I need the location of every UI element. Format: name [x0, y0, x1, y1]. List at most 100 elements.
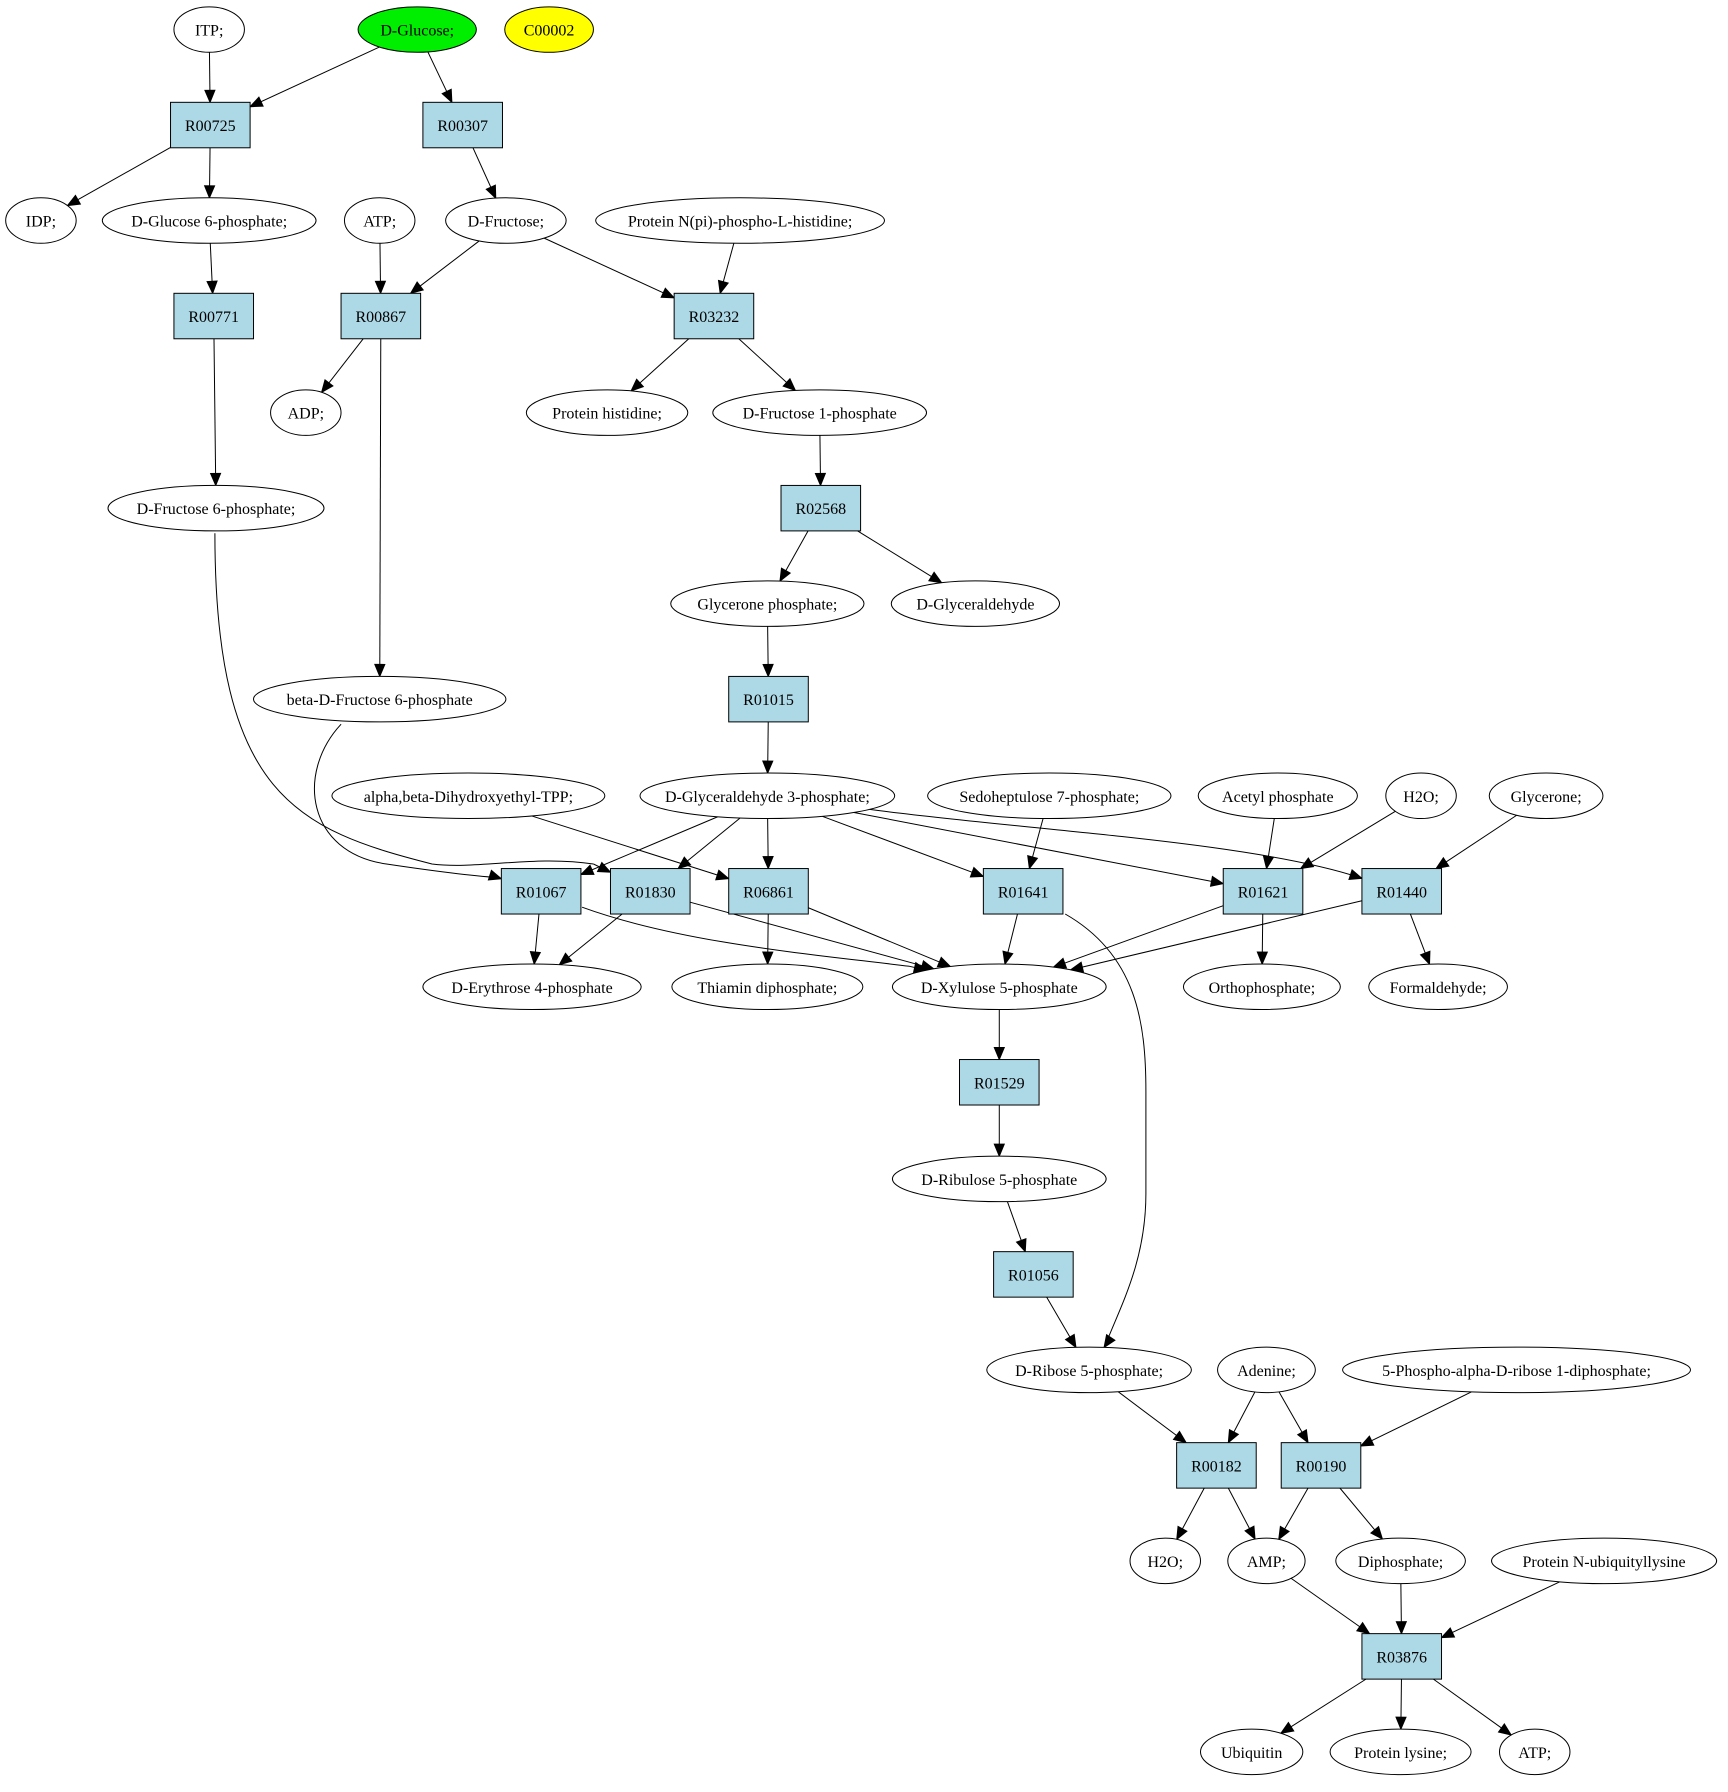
compound-node-s7p[interactable]: Sedoheptulose 7-phosphate;	[927, 772, 1172, 820]
reaction-node-r01641[interactable]: R01641	[982, 868, 1064, 915]
reaction-node-r01440[interactable]: R01440	[1361, 868, 1443, 915]
compound-node-tpp[interactable]: alpha,beta-Dihydroxyethyl-TPP;	[331, 772, 606, 820]
compound-node-adp[interactable]: ADP;	[270, 389, 342, 436]
compound-node-g6p[interactable]: D-Glucose 6-phosphate;	[101, 197, 317, 244]
compound-node-r5p[interactable]: D-Ribose 5-phosphate;	[986, 1346, 1192, 1394]
compound-node-e4p[interactable]: D-Erythrose 4-phosphate	[422, 963, 642, 1011]
compound-node-dhap[interactable]: Glycerone phosphate;	[670, 580, 865, 627]
reaction-node-r00307[interactable]: R00307	[422, 101, 503, 149]
compound-node-ru5p[interactable]: D-Ribulose 5-phosphate	[891, 1155, 1107, 1203]
compound-node-pi[interactable]: Orthophosphate;	[1182, 963, 1341, 1011]
reaction-node-r01056[interactable]: R01056	[993, 1251, 1074, 1298]
compound-ellipse	[445, 197, 567, 244]
edge-R00725-to-G6P	[203, 147, 216, 200]
reaction-node-r01830[interactable]: R01830	[609, 868, 691, 915]
node-label: R01056	[1008, 1267, 1059, 1284]
edge-R00725-to-IDP	[66, 147, 171, 207]
reaction-node-r00182[interactable]: R00182	[1176, 1442, 1257, 1489]
edge-line	[531, 815, 729, 880]
edge-R03876-to-PLys	[1395, 1679, 1407, 1731]
edge-line	[1070, 900, 1363, 971]
compound-node-plys[interactable]: Protein lysine;	[1329, 1728, 1472, 1776]
edge-line	[1441, 1581, 1561, 1639]
edge-line	[738, 338, 796, 391]
edge-ATP1-to-R00867	[374, 243, 387, 295]
edge-arrowhead	[1279, 1721, 1295, 1734]
reaction-box	[1280, 1442, 1362, 1489]
compound-node-itp[interactable]: ITP;	[173, 6, 245, 53]
edge-DFru-to-R03232	[543, 237, 676, 299]
compound-node-ubq[interactable]: Ubiquitin	[1200, 1728, 1304, 1776]
reaction-node-r01067[interactable]: R01067	[500, 868, 582, 915]
compound-node-glyc[interactable]: Glycerone;	[1488, 772, 1604, 820]
compound-ellipse	[1129, 1537, 1202, 1585]
reaction-box	[1222, 868, 1304, 915]
compound-node-h2o2[interactable]: H2O;	[1129, 1537, 1202, 1585]
edge-R03232-to-F1P	[738, 338, 797, 392]
edge-GAP-to-R01621	[853, 811, 1225, 887]
compound-node-h2o1[interactable]: H2O;	[1385, 772, 1457, 820]
edge-R06861-to-ThDP	[762, 914, 774, 966]
compound-node-f1p[interactable]: D-Fructose 1-phosphate	[712, 389, 928, 436]
compound-node-f6p[interactable]: D-Fructose 6-phosphate;	[107, 484, 325, 532]
compound-node-atp2[interactable]: ATP;	[1498, 1728, 1571, 1776]
compound-node-idp[interactable]: IDP;	[5, 197, 77, 244]
edge-arrowhead	[782, 377, 797, 392]
reaction-box	[1361, 1633, 1443, 1680]
reaction-node-r06861[interactable]: R06861	[728, 868, 809, 915]
edge-R01621-to-Pi	[1256, 914, 1269, 966]
compound-node-thdp[interactable]: Thiamin diphosphate;	[671, 963, 864, 1011]
edge-arrowhead	[1497, 1723, 1513, 1736]
compound-node-pnub[interactable]: Protein N-ubiquityllysine	[1491, 1537, 1718, 1585]
compound-node-bf6p[interactable]: beta-D-Fructose 6-phosphate	[253, 675, 507, 723]
reaction-node-r01621[interactable]: R01621	[1222, 868, 1304, 915]
edge-R01440-to-HCHO	[1409, 913, 1431, 966]
compound-node-gap[interactable]: D-Glyceraldehyde 3-phosphate;	[639, 772, 896, 820]
reaction-node-r03232[interactable]: R03232	[673, 292, 755, 340]
edge-arrowhead	[485, 184, 497, 200]
edge-line	[857, 530, 942, 584]
reaction-node-r00725[interactable]: R00725	[170, 101, 251, 149]
compound-node-pnpi[interactable]: Protein N(pi)-phospho-L-histidine;	[595, 197, 885, 244]
edge-arrowhead	[969, 866, 985, 878]
node-label: Protein histidine;	[552, 406, 662, 423]
compound-node-hcho[interactable]: Formaldehyde;	[1368, 963, 1508, 1011]
edge-line	[1064, 913, 1147, 1347]
edge-arrowhead	[441, 88, 453, 104]
compound-node-ppi[interactable]: Diphosphate;	[1335, 1537, 1466, 1585]
compound-node-dga[interactable]: D-Glyceraldehyde	[890, 580, 1061, 627]
edge-AMP-to-R03876	[1290, 1577, 1371, 1635]
compound-node-c00002[interactable]: C00002	[504, 6, 594, 53]
compound-node-acp[interactable]: Acetyl phosphate	[1197, 772, 1358, 820]
compound-node-atp1[interactable]: ATP;	[343, 197, 416, 244]
edge-line	[558, 913, 623, 966]
reaction-node-r02568[interactable]: R02568	[780, 484, 862, 532]
edge-R01529-to-Ru5P	[993, 1105, 1006, 1158]
compound-node-dfru[interactable]: D-Fructose;	[445, 197, 567, 244]
edge-line	[1053, 905, 1224, 968]
compound-node-ade[interactable]: Adenine;	[1217, 1346, 1316, 1394]
edge-F6P-to-R01830	[214, 533, 612, 873]
compound-node-dglc[interactable]: D-Glucose;	[357, 6, 477, 53]
compound-node-x5p[interactable]: D-Xylulose 5-phosphate	[891, 963, 1107, 1011]
compound-ellipse	[173, 6, 245, 53]
reaction-node-r03876[interactable]: R03876	[1361, 1633, 1443, 1680]
node-label: ATP;	[363, 214, 396, 231]
edge-arrowhead	[1369, 1525, 1384, 1541]
edge-arrowhead	[596, 861, 612, 873]
reaction-node-r00771[interactable]: R00771	[173, 292, 255, 340]
edge-R01056-to-R5P	[1046, 1296, 1077, 1349]
reaction-node-r00190[interactable]: R00190	[1280, 1442, 1362, 1489]
reaction-node-r01529[interactable]: R01529	[958, 1059, 1040, 1106]
compound-node-prpp[interactable]: 5-Phospho-alpha-D-ribose 1-diphosphate;	[1342, 1346, 1691, 1394]
compound-node-amp[interactable]: AMP;	[1227, 1537, 1306, 1585]
edge-arrowhead	[1299, 857, 1315, 870]
reaction-node-r01015[interactable]: R01015	[728, 675, 809, 723]
edge-GAP-to-R01641	[822, 815, 985, 878]
edge-R03876-to-Ubq	[1279, 1678, 1367, 1734]
compound-node-phis[interactable]: Protein histidine;	[525, 389, 689, 436]
reaction-node-r00867[interactable]: R00867	[340, 292, 422, 340]
compound-ellipse	[1329, 1728, 1472, 1776]
edge-R02568-to-DGA	[857, 530, 943, 584]
